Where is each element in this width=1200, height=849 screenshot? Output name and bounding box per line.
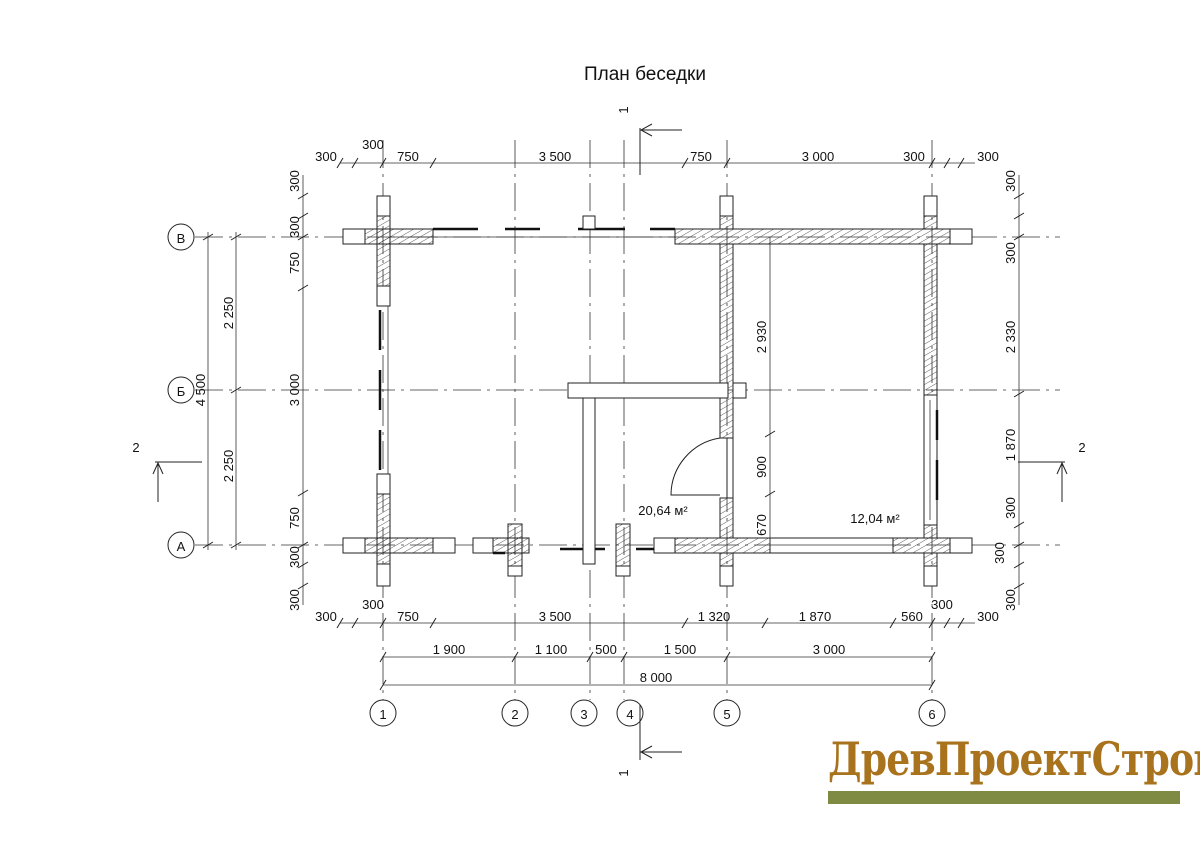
svg-text:300: 300 (315, 609, 337, 624)
svg-text:3 000: 3 000 (813, 642, 846, 657)
svg-text:3 500: 3 500 (539, 149, 572, 164)
svg-text:300: 300 (1003, 242, 1018, 264)
svg-text:900: 900 (754, 456, 769, 478)
svg-text:3 000: 3 000 (802, 149, 835, 164)
section-marker-2: 2 2 (132, 440, 1086, 502)
svg-text:1 500: 1 500 (664, 642, 697, 657)
svg-text:3: 3 (580, 707, 587, 722)
svg-text:2: 2 (1078, 440, 1085, 455)
svg-text:1 870: 1 870 (799, 609, 832, 624)
svg-text:300: 300 (977, 149, 999, 164)
svg-text:3 000: 3 000 (287, 374, 302, 407)
svg-text:560: 560 (901, 609, 923, 624)
svg-text:1: 1 (616, 106, 631, 113)
plan-title: План беседки (584, 64, 706, 85)
svg-text:2: 2 (132, 440, 139, 455)
svg-text:300: 300 (1003, 170, 1018, 192)
company-logo: ДревПроектСтрой (828, 732, 1200, 804)
svg-text:4 500: 4 500 (193, 374, 208, 407)
svg-text:2 250: 2 250 (221, 450, 236, 483)
svg-text:750: 750 (690, 149, 712, 164)
svg-text:1 870: 1 870 (1003, 429, 1018, 462)
logo-text: ДревПроектСтрой (828, 732, 1200, 786)
svg-text:300: 300 (362, 137, 384, 152)
room-area-gazebo: 20,64 м² (638, 503, 688, 518)
dimension-labels-top: 300 300 750 3 500 750 3 000 300 300 (315, 137, 999, 164)
svg-text:5: 5 (723, 707, 730, 722)
svg-text:300: 300 (1003, 589, 1018, 611)
door-swing (670, 437, 721, 496)
svg-text:6: 6 (928, 707, 935, 722)
arrow-up-icon (1056, 461, 1068, 475)
row-axis-markers: В Б А (167, 223, 195, 559)
svg-text:2: 2 (511, 707, 518, 722)
dimension-labels-interior: 2 930 900 670 (754, 321, 769, 536)
svg-text:300: 300 (931, 597, 953, 612)
svg-text:750: 750 (287, 507, 302, 529)
svg-text:670: 670 (754, 514, 769, 536)
svg-text:300: 300 (362, 597, 384, 612)
svg-text:2 250: 2 250 (221, 297, 236, 330)
svg-text:А: А (177, 539, 186, 554)
svg-text:300: 300 (287, 170, 302, 192)
svg-text:750: 750 (287, 252, 302, 274)
arrow-left-icon (639, 745, 653, 759)
svg-text:300: 300 (903, 149, 925, 164)
svg-text:300: 300 (1003, 497, 1018, 519)
section-marker-1: 1 1 (616, 106, 682, 777)
svg-text:1 100: 1 100 (535, 642, 568, 657)
dimension-labels-left: 4 500 2 250 2 250 300 300 750 3 000 750 … (193, 170, 302, 611)
svg-text:3 500: 3 500 (539, 609, 572, 624)
logo-bar (828, 791, 1180, 804)
svg-text:750: 750 (397, 149, 419, 164)
svg-text:300: 300 (287, 546, 302, 568)
walls (342, 195, 973, 587)
svg-text:4: 4 (626, 707, 633, 722)
column-axis-markers: 1 2 3 4 5 6 (369, 699, 946, 727)
svg-text:300: 300 (315, 149, 337, 164)
svg-text:2 930: 2 930 (754, 321, 769, 354)
svg-text:300: 300 (977, 609, 999, 624)
svg-text:300: 300 (287, 589, 302, 611)
svg-text:8 000: 8 000 (640, 670, 673, 685)
svg-text:2 330: 2 330 (1003, 321, 1018, 354)
svg-text:1 320: 1 320 (698, 609, 731, 624)
svg-text:500: 500 (595, 642, 617, 657)
arrow-left-icon (639, 123, 653, 137)
dimension-labels-right: 300 300 2 330 1 870 300 300 300 (992, 170, 1018, 611)
svg-text:300: 300 (992, 542, 1007, 564)
dimension-labels-bottom: 300 300 750 3 500 1 320 1 870 560 300 30… (315, 597, 999, 685)
svg-text:Б: Б (177, 384, 186, 399)
room-area-room: 12,04 м² (850, 511, 900, 526)
svg-text:750: 750 (397, 609, 419, 624)
svg-text:В: В (177, 231, 186, 246)
svg-text:1: 1 (379, 707, 386, 722)
dimension-lines (202, 157, 1025, 691)
svg-text:300: 300 (287, 216, 302, 238)
arrow-up-icon (152, 461, 164, 475)
svg-text:1: 1 (616, 769, 631, 776)
svg-text:1 900: 1 900 (433, 642, 466, 657)
